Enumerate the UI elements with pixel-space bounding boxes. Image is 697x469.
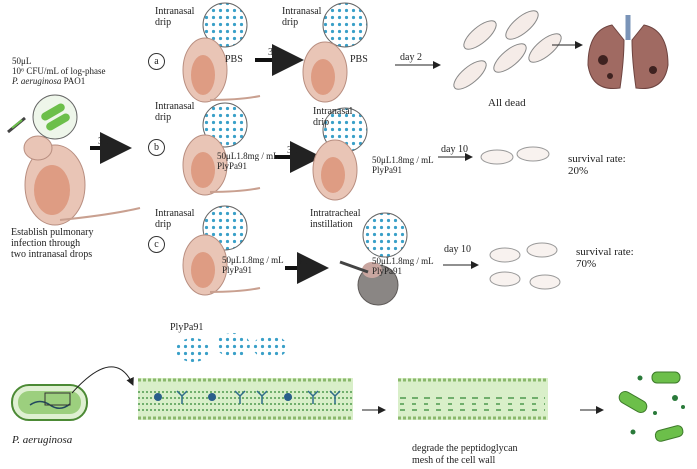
row-c-outcome-line2: 70% [576,258,597,270]
row-c-outcome-line1: survival rate: [576,246,634,258]
row-b-step2-line1: Intranasal [313,106,353,117]
strain-label: P. aeruginosa PAO1 [12,76,86,86]
row-a-followup: day 2 [400,52,422,63]
row-c-graphics [182,205,561,306]
infected-mouse [23,135,141,226]
row-c-followup: day 10 [444,244,471,255]
mechanism-caption-1: degrade the peptidoglycan [412,443,518,454]
row-b-outcome-line1: survival rate: [568,153,626,165]
row-c-step1-line1: Intranasal [155,208,195,219]
row-c-agent2-line2: PlyPa91 [372,266,403,276]
syringe-icon [7,116,26,134]
bacteria-zoom-icon [32,94,78,140]
row-a-graphics [182,2,669,103]
intratracheal-mouse-icon [339,260,399,306]
bacterium-label: P. aeruginosa [12,434,73,446]
row-a-marker: a [148,53,165,70]
row-b-agent1-line2: PlyPa91 [217,161,248,171]
row-a-time: 3 h [268,47,281,58]
row-c-step2-line2: instillation [310,219,353,230]
row-b-agent1-line1: 50μL1.8mg / mL [217,151,279,161]
bacterium-cell-icon [11,384,88,421]
surviving-mice-icon [489,242,561,290]
left-caption-2: infection through [11,238,81,249]
dose-line-2: 10⁶ CFU/mL of log-phase [12,66,106,76]
row-b-agent2-line2: PlyPa91 [372,165,403,175]
row-a-agent1: PBS [225,54,243,65]
intact-cell-wall [138,378,353,420]
row-b-marker: b [148,139,165,156]
row-b-outcome-line2: 20% [568,165,589,177]
dose-line-1: 50μL [12,56,32,66]
degraded-cell-wall [398,378,548,420]
row-c-marker: c [148,236,165,253]
row-a-step2-line1: Intranasal [282,6,322,17]
left-caption-3: two intranasal drops [11,249,93,260]
row-a-step2-line2: drip [282,17,299,28]
enzyme-label: PlyPa91 [170,322,204,333]
left-caption-1: Establish pulmonary [11,227,94,238]
row-b-followup: day 10 [441,144,468,155]
row-b-step2-line2: drip [313,117,330,128]
row-c-agent1-line1: 50μL1.8mg / mL [222,255,284,265]
row-b-time: 3 h [287,145,300,156]
row-c-agent2-line1: 50μL1.8mg / mL [372,256,434,266]
row-b-step1-line2: drip [155,112,172,123]
lysed-bacteria-icon [618,371,685,442]
row-a-step1-line2: drip [155,17,172,28]
row-b-agent2-line1: 50μL1.8mg / mL [372,155,434,165]
row-b-graphics [182,102,550,201]
enzyme-cloud-icon [176,333,287,362]
infection-time: 3 h [98,136,111,147]
row-c-step2-line1: Intratracheal [310,208,361,219]
zoom-arrow [71,366,134,394]
row-c-time: 3 h [297,256,310,267]
row-a-outcome: All dead [488,97,526,109]
dead-mice-icon [453,10,562,90]
row-c-agent1-line2: PlyPa91 [222,265,253,275]
damaged-lungs-icon [587,15,669,90]
row-c-step1-line2: drip [155,219,172,230]
row-a-agent2: PBS [350,54,368,65]
mechanism-caption-2: mesh of the cell wall [412,455,496,466]
row-b-step1-line1: Intranasal [155,101,195,112]
row-a-step1-line1: Intranasal [155,6,195,17]
surviving-mice-icon [480,146,550,165]
